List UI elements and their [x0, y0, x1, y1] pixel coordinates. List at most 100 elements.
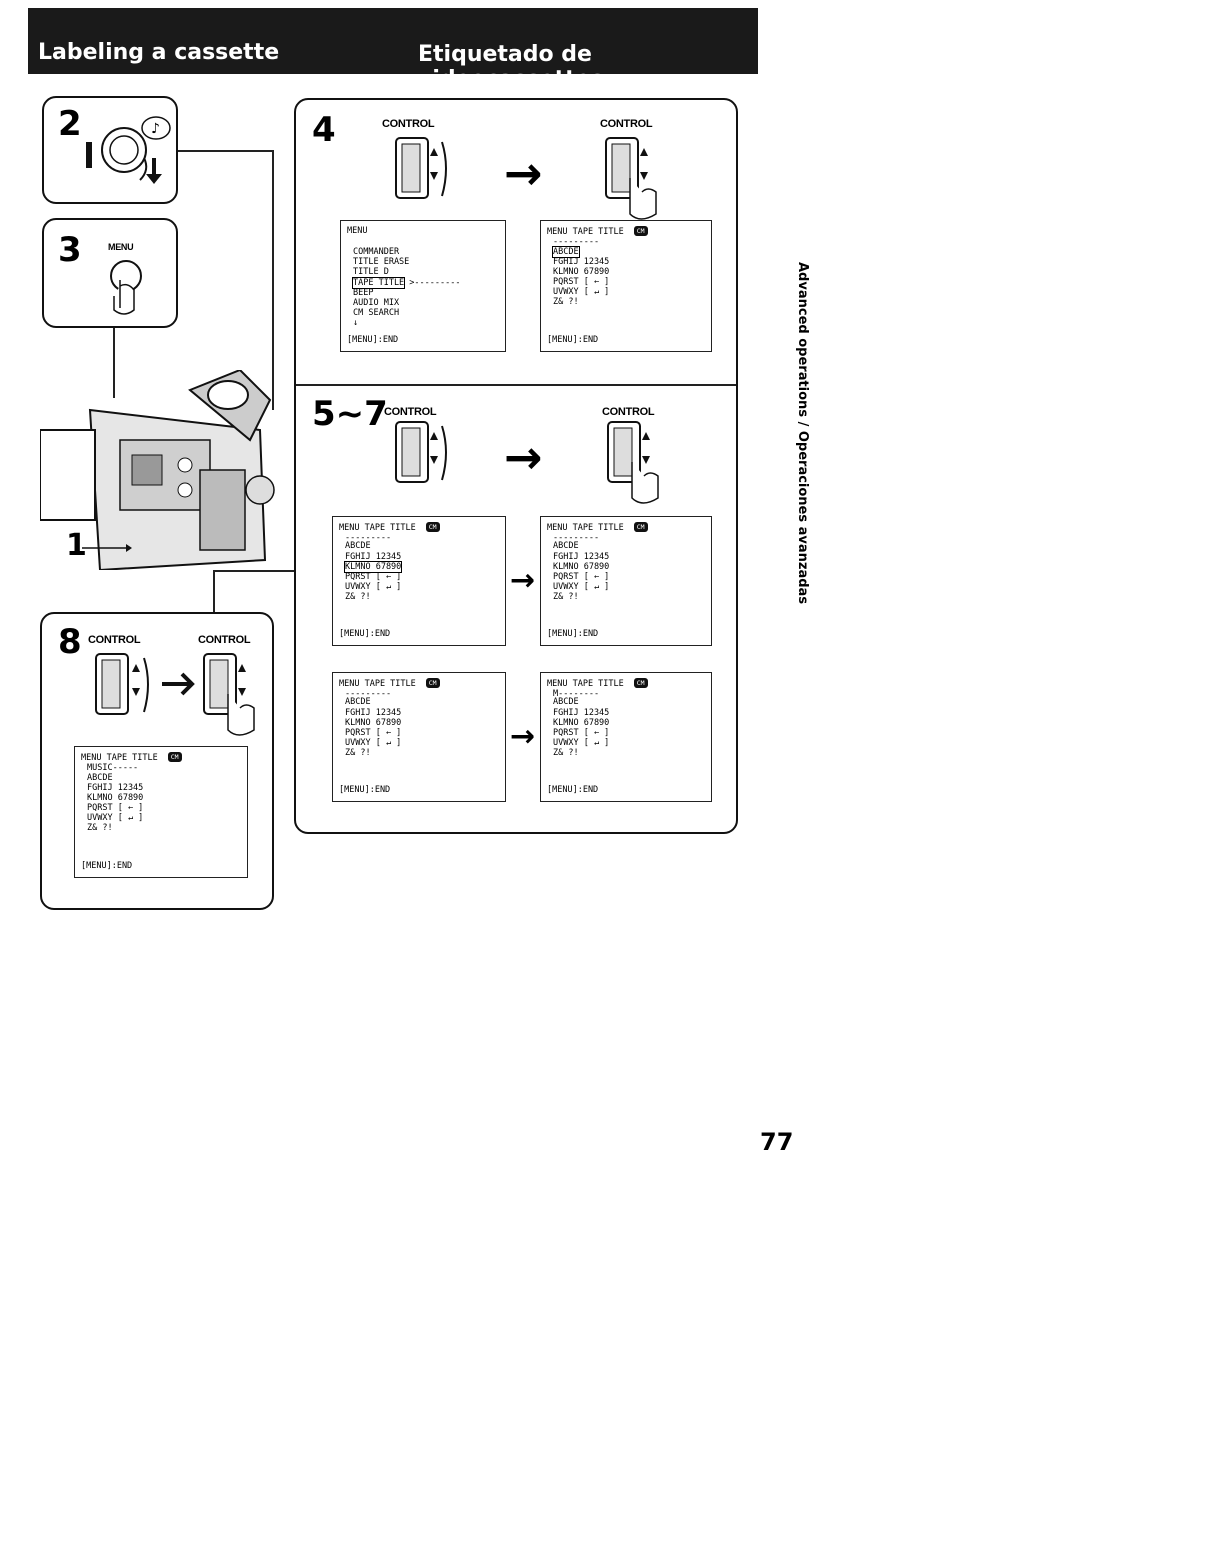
char-row: UVWXY [ ↵ ]: [553, 738, 610, 748]
arrow-right-icon: →: [510, 563, 536, 598]
camcorder-illustration: [40, 370, 275, 570]
step-2-number: 2: [58, 104, 82, 144]
cm-badge: CM: [633, 522, 648, 532]
screen-title: MENU TAPE TITLE: [339, 679, 416, 689]
step-4-number: 4: [312, 110, 336, 150]
char-row: FGHIJ 12345: [87, 783, 144, 793]
title-entry: M--------: [553, 689, 600, 699]
step-3-panel: 3 MENU: [42, 218, 178, 328]
menu-button-label: MENU: [108, 242, 134, 252]
char-row: Z& ?!: [87, 823, 113, 833]
title-entry: MUSIC-----: [87, 763, 139, 773]
connector-line: [113, 328, 115, 398]
step-2-panel: 2 ♪: [42, 96, 178, 204]
cm-badge: CM: [167, 752, 182, 762]
panel-divider: [296, 384, 736, 386]
cm-badge: CM: [425, 678, 440, 688]
step-3-number: 3: [58, 230, 82, 270]
step-5-7-number: 5~7: [312, 394, 388, 434]
char-row: Z& ?!: [553, 297, 579, 307]
char-row: KLMNO 67890: [87, 793, 144, 803]
steps-4-7-panel: 4 CONTROL CONTROL → MENU COMMANDER TITLE…: [294, 98, 738, 834]
char-row: UVWXY [ ↵ ]: [345, 738, 402, 748]
char-row: KLMNO 67890: [553, 267, 610, 277]
screen-title: MENU TAPE TITLE: [339, 523, 416, 533]
page-number: 77: [760, 1128, 794, 1156]
char-row: UVWXY [ ↵ ]: [87, 813, 144, 823]
connector-line: [213, 570, 215, 612]
char-row-selected: KLMNO 67890: [343, 561, 403, 573]
char-row: PQRST [ ← ]: [553, 277, 610, 287]
char-row: FGHIJ 12345: [553, 708, 610, 718]
char-row: Z& ?!: [345, 592, 371, 602]
connector-line: [272, 150, 274, 410]
mode-dial-icon: ♪: [86, 116, 171, 184]
control-label: CONTROL: [384, 406, 437, 418]
control-label: CONTROL: [382, 118, 435, 130]
header-title-es: Etiquetado de videocassettes: [418, 42, 604, 92]
menu-item: AUDIO MIX: [353, 298, 400, 308]
char-row: FGHIJ 12345: [553, 257, 610, 267]
screen-footer: [MENU]:END: [347, 335, 399, 346]
menu-item-selected: TAPE TITLE: [351, 277, 406, 289]
title-entry: ---------: [553, 237, 600, 247]
section-side-label: Advanced operations / Operaciones avanza…: [795, 262, 810, 605]
screen-title: MENU TAPE TITLE: [547, 523, 624, 533]
char-row: KLMNO 67890: [553, 562, 610, 572]
char-row: ABCDE: [345, 697, 371, 707]
title-entry: ---------: [345, 533, 392, 543]
char-row: Z& ?!: [553, 592, 579, 602]
menu-item: TITLE ERASE: [353, 257, 410, 267]
menu-screen: MENU COMMANDER TITLE ERASE TITLE D TAPE …: [340, 220, 506, 352]
screen-title: MENU TAPE TITLE: [81, 753, 158, 763]
menu-button-icon: [110, 260, 142, 315]
menu-item: COMMANDER: [353, 247, 400, 257]
header-bar: Labeling a cassette Etiquetado de videoc…: [28, 8, 758, 92]
title-entry: ---------: [345, 689, 392, 699]
screen-title: MENU TAPE TITLE: [547, 227, 624, 237]
char-row: FGHIJ 12345: [345, 552, 402, 562]
screen-footer: [MENU]:END: [81, 861, 133, 872]
arrow-right-icon: →: [504, 430, 543, 484]
char-row: FGHIJ 12345: [553, 552, 610, 562]
step-8-number: 8: [58, 622, 82, 662]
screen-footer: [MENU]:END: [339, 629, 391, 640]
tape-title-screen-4: MENU TAPE TITLE CM --------- ABCDE FGHIJ …: [332, 672, 506, 802]
char-row: Z& ?!: [345, 748, 371, 758]
control-label: CONTROL: [602, 406, 655, 418]
screen-footer: [MENU]:END: [547, 629, 599, 640]
screen-title: MENU TAPE TITLE: [547, 679, 624, 689]
char-row: UVWXY [ ↵ ]: [345, 582, 402, 592]
screen-footer: [MENU]:END: [547, 785, 599, 796]
control-label: CONTROL: [600, 118, 653, 130]
control-dial-icon: [395, 137, 657, 220]
char-row: PQRST [ ← ]: [345, 572, 402, 582]
menu-item: CM SEARCH: [353, 308, 400, 318]
control-label: CONTROL: [88, 634, 141, 646]
char-row-selected: ABCDE: [552, 246, 580, 258]
screen-footer: [MENU]:END: [547, 335, 599, 346]
char-row: UVWXY [ ↵ ]: [553, 582, 610, 592]
cm-badge: CM: [633, 678, 648, 688]
menu-item: BEEP: [353, 288, 374, 298]
char-row: FGHIJ 12345: [345, 708, 402, 718]
char-row: PQRST [ ← ]: [553, 572, 610, 582]
header-title-en: Labeling a cassette: [38, 40, 280, 65]
connector-line: [178, 150, 273, 152]
char-row: ABCDE: [553, 541, 579, 551]
char-row: ABCDE: [553, 697, 579, 707]
tape-title-screen-5: MENU TAPE TITLE CM M-------- ABCDE FGHIJ …: [540, 672, 712, 802]
arrow-right-icon: →: [504, 146, 543, 200]
menu-item: TITLE D: [353, 267, 389, 277]
char-row: PQRST [ ← ]: [553, 728, 610, 738]
char-row: PQRST [ ← ]: [87, 803, 144, 813]
control-label: CONTROL: [198, 634, 251, 646]
tape-title-screen-3: MENU TAPE TITLE CM --------- ABCDE FGHIJ …: [540, 516, 712, 646]
screen-title: MENU: [347, 226, 368, 236]
control-dial-icon: [95, 653, 255, 736]
title-entry: ---------: [553, 533, 600, 543]
char-row: PQRST [ ← ]: [345, 728, 402, 738]
